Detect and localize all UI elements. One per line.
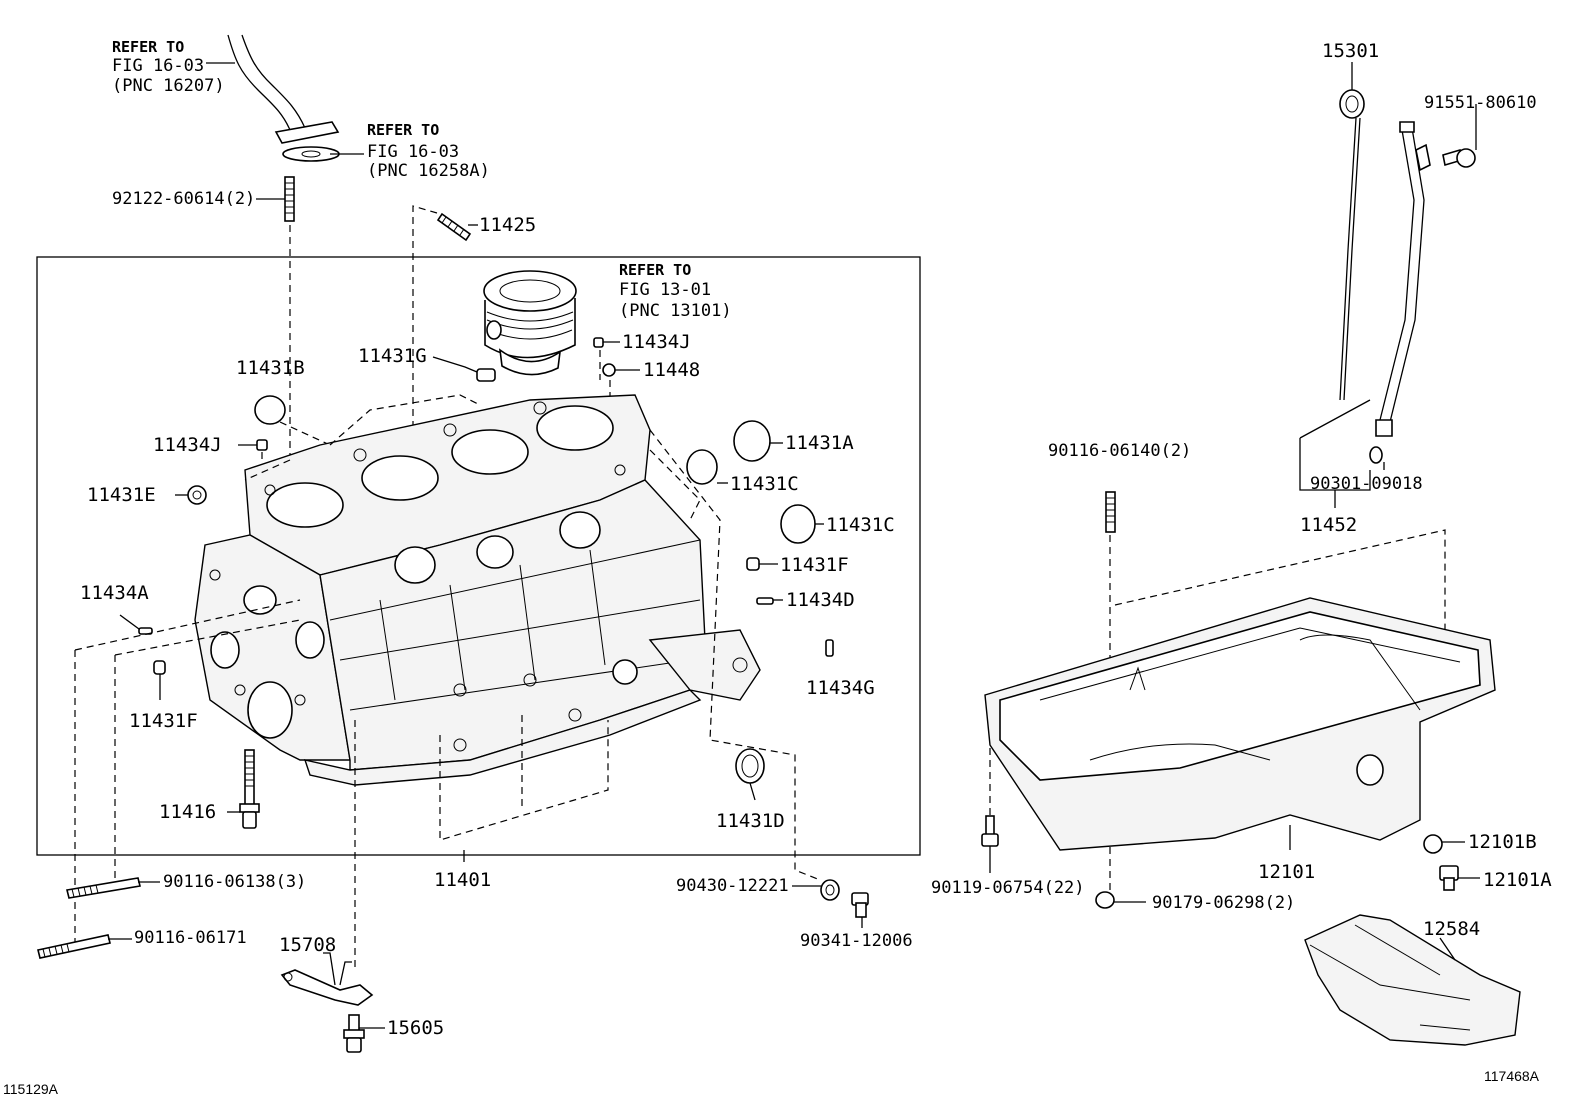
baffle-12584 xyxy=(1304,914,1521,1046)
footer-left-code: 115129A xyxy=(3,1081,59,1097)
bolt-90116-06138 xyxy=(66,877,141,899)
label-15301: 15301 xyxy=(1322,40,1379,62)
label-11448: 11448 xyxy=(643,359,700,381)
oil-pan-12101 xyxy=(984,597,1496,851)
part-11434J-top xyxy=(593,337,604,348)
ref-oil-tube-line2: FIG 16-03 xyxy=(112,56,204,76)
plug-11431A xyxy=(733,420,771,462)
label-12101A: 12101A xyxy=(1483,869,1552,891)
part-11448 xyxy=(602,363,616,377)
gasket-12101B xyxy=(1423,834,1443,854)
seal-11431D xyxy=(735,748,765,784)
label-11434A: 11434A xyxy=(80,582,149,604)
ref-piston-line3: (PNC 13101) xyxy=(619,301,732,321)
label-90116-06138: 90116-06138(3) xyxy=(163,872,306,892)
label-12584: 12584 xyxy=(1423,918,1480,940)
o-ring-90301 xyxy=(1369,446,1383,464)
part-11434J-left xyxy=(256,439,268,451)
part-11431F-left xyxy=(153,660,166,675)
bracket-15708 xyxy=(280,961,374,1006)
cylinder-block xyxy=(194,394,761,786)
label-12101: 12101 xyxy=(1258,861,1315,883)
label-11431F-right: 11431F xyxy=(780,554,849,576)
label-11431F-left: 11431F xyxy=(129,710,198,732)
drain-plug-12101A xyxy=(1439,865,1459,891)
label-90119: 90119-06754(22) xyxy=(931,878,1085,898)
dipstick-15301 xyxy=(1339,89,1365,401)
label-11434J-left: 11434J xyxy=(153,434,222,456)
ref-gasket-line3: (PNC 16258A) xyxy=(367,161,490,181)
label-15605: 15605 xyxy=(387,1017,444,1039)
bolt-91551 xyxy=(1442,148,1476,168)
label-11416: 11416 xyxy=(159,801,216,823)
label-11431C-1: 11431C xyxy=(730,473,799,495)
ref-piston-line1: REFER TO xyxy=(619,261,691,279)
oil-tube-reference xyxy=(227,34,340,162)
label-11401: 11401 xyxy=(434,869,491,891)
bolt-11416 xyxy=(239,749,260,829)
label-11431E: 11431E xyxy=(87,484,156,506)
label-11452: 11452 xyxy=(1300,514,1357,536)
label-92122: 92122-60614(2) xyxy=(112,189,255,209)
label-90116-06171: 90116-06171 xyxy=(134,928,247,948)
label-11434G: 11434G xyxy=(806,677,875,699)
label-11431B: 11431B xyxy=(236,357,305,379)
part-11431G xyxy=(476,368,496,382)
label-90430: 90430-12221 xyxy=(676,876,789,896)
label-11431D: 11431D xyxy=(716,810,785,832)
ref-oil-tube-line1: REFER TO xyxy=(112,38,184,56)
stud-90116-06140 xyxy=(1105,491,1116,533)
label-11434J-top: 11434J xyxy=(622,331,691,353)
label-90116-06140: 90116-06140(2) xyxy=(1048,441,1191,461)
washer-90430 xyxy=(820,879,840,901)
ref-oil-tube-line3: (PNC 16207) xyxy=(112,76,225,96)
piston-reference xyxy=(483,270,577,376)
label-91551: 91551-80610 xyxy=(1424,93,1537,113)
label-15708: 15708 xyxy=(279,934,336,956)
ref-gasket-line2: FIG 16-03 xyxy=(367,142,459,162)
bolt-90119 xyxy=(981,815,999,847)
ref-piston-line2: FIG 13-01 xyxy=(619,280,711,300)
stud-92122 xyxy=(284,176,295,222)
plug-90341 xyxy=(851,892,869,918)
footer-right-code: 117468A xyxy=(1484,1068,1540,1084)
label-11431C-2: 11431C xyxy=(826,514,895,536)
label-12101B: 12101B xyxy=(1468,831,1537,853)
ref-gasket-line1: REFER TO xyxy=(367,121,439,139)
nut-90179 xyxy=(1095,891,1115,909)
label-11431G: 11431G xyxy=(358,345,427,367)
engine-block-frame xyxy=(36,256,921,856)
pin-11434D xyxy=(756,597,774,605)
stud-11425 xyxy=(436,212,472,242)
label-11434D: 11434D xyxy=(786,589,855,611)
part-11431F-right xyxy=(746,557,760,571)
plug-11431C-1 xyxy=(686,449,718,485)
plug-11431C-2 xyxy=(780,504,816,544)
label-90179: 90179-06298(2) xyxy=(1152,893,1295,913)
pin-11434G xyxy=(825,639,834,657)
label-90341: 90341-12006 xyxy=(800,931,913,951)
bolt-90116-06171 xyxy=(37,934,111,959)
bolt-15605 xyxy=(343,1014,365,1053)
plug-11431B xyxy=(254,395,286,425)
label-90301: 90301-09018 xyxy=(1310,474,1423,494)
label-11431A: 11431A xyxy=(785,432,854,454)
dipstick-guide-11452 xyxy=(1375,121,1431,437)
label-11425: 11425 xyxy=(479,214,536,236)
plug-11431E xyxy=(187,485,207,505)
